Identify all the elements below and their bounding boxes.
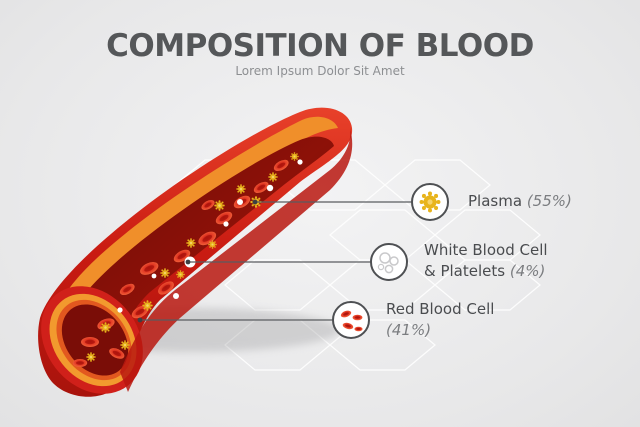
leader-line-endpoints [137,199,258,323]
plasma-percent: (55%) [526,192,572,210]
white-cells-percent: (4%) [509,262,546,280]
leader-lines [140,201,416,321]
vessel-lower-wall [120,128,353,392]
plasma-label: Plasma (55%) [468,191,572,212]
vessel-lumen [68,136,335,372]
red-cells-label: Red Blood Cell (41%) [386,299,494,341]
red-cells-icon [332,301,370,339]
plasma-icon [411,183,449,221]
white-blood-cells [117,159,303,313]
white-cells-icon [370,243,408,281]
white-cells-name: White Blood Cell [424,241,548,259]
red-cells-name: Red Blood Cell [386,300,495,318]
page-subtitle: Lorem Ipsum Dolor Sit Amet [235,64,405,78]
plasma-name: Plasma [468,192,523,210]
white-cells-label: White Blood Cell & Platelets (4%) [424,240,548,282]
page-title: COMPOSITION OF BLOOD [106,28,534,64]
white-cells-name-line2: & Platelets [424,262,506,280]
red-cells-percent: (41%) [386,321,432,339]
